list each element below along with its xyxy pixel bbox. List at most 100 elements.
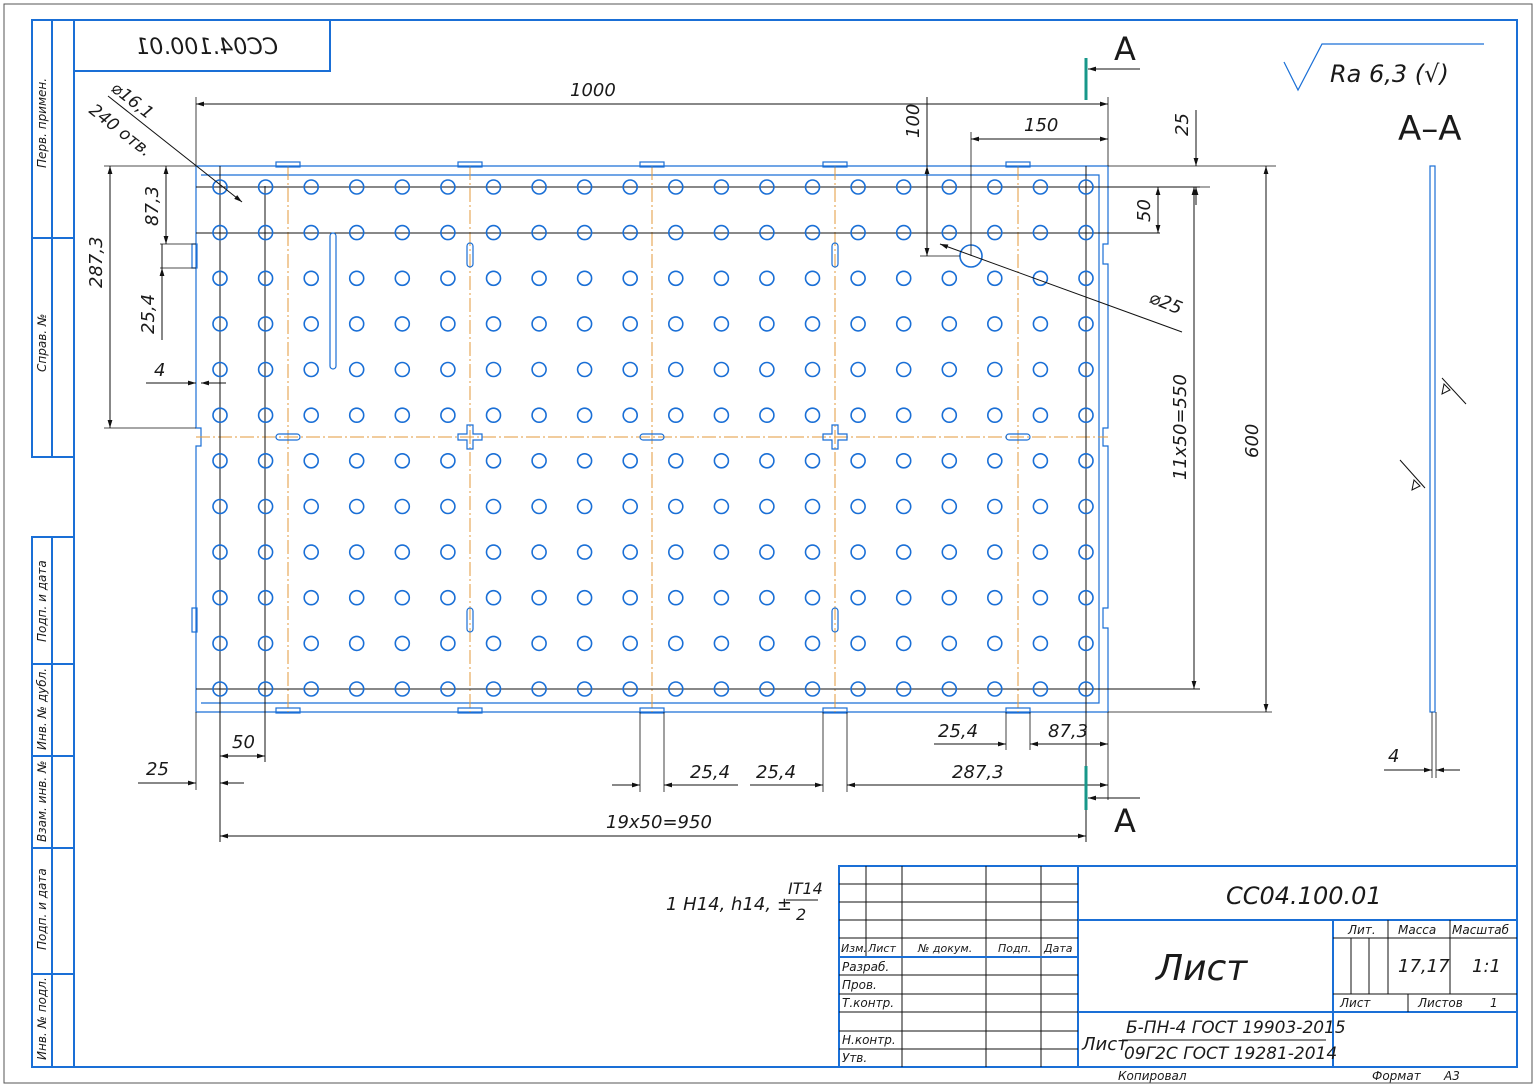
- tb-lit-label: Лит.: [1347, 923, 1376, 937]
- tb-row: Н.контр.: [842, 1033, 896, 1047]
- hole: [531, 270, 547, 287]
- hole: [303, 179, 320, 195]
- hole: [667, 270, 684, 287]
- tb-col-date: Дата: [1043, 942, 1073, 955]
- hole: [1078, 681, 1094, 697]
- svg-text:87,3: 87,3: [1048, 721, 1088, 742]
- slot: [831, 242, 839, 268]
- slot: [466, 242, 474, 268]
- hole: [303, 544, 320, 560]
- dim-600: 600: [1108, 166, 1272, 713]
- side-strip: Перв. примен. Справ. № Подп. и дата Инв.…: [31, 19, 75, 1068]
- hole: [257, 224, 274, 241]
- hole: [485, 179, 502, 195]
- hole: [394, 270, 411, 287]
- hole: [348, 635, 365, 652]
- hole: [941, 316, 958, 332]
- hole: [576, 179, 593, 195]
- hole: [941, 681, 958, 697]
- strip-inv-podl: Инв. № подл.: [35, 977, 49, 1060]
- hole: [531, 361, 547, 378]
- hole: [667, 316, 684, 332]
- hole: [622, 316, 639, 332]
- tb-scale-label: Масштаб: [1452, 923, 1510, 937]
- svg-text:87,3: 87,3: [142, 186, 163, 226]
- hole: [759, 452, 775, 469]
- hole: [1078, 316, 1094, 332]
- hole: [713, 452, 730, 469]
- hole: [713, 589, 730, 606]
- svg-text:25,4: 25,4: [138, 294, 159, 334]
- slot: [639, 433, 665, 441]
- hole: [713, 361, 730, 378]
- dim-bottom-50: 50: [220, 732, 265, 759]
- hole: [485, 361, 502, 378]
- hole: [622, 635, 639, 652]
- tb-copied: Копировал: [1118, 1069, 1187, 1083]
- hole: [667, 544, 684, 560]
- hole: [804, 635, 821, 652]
- hole: [1078, 361, 1094, 378]
- hole: [1078, 544, 1094, 560]
- roughness-text: Ra 6,3 (√): [1330, 60, 1449, 88]
- hole: [713, 316, 730, 332]
- hole: [212, 544, 228, 560]
- svg-text:1 H14, h14, ±: 1 H14, h14, ±: [666, 894, 792, 915]
- hole: [485, 407, 502, 424]
- hole: [986, 452, 1003, 469]
- hole: [1078, 224, 1094, 241]
- hole: [986, 498, 1003, 515]
- hole: [531, 544, 547, 560]
- hole: [348, 407, 365, 424]
- hole: [850, 589, 866, 606]
- tb-mass: 17,17: [1398, 956, 1450, 977]
- tb-sheet-label: Лист: [1339, 996, 1371, 1010]
- hole: [667, 179, 684, 195]
- slot: [466, 607, 474, 633]
- hole: [348, 681, 365, 697]
- hole: [394, 544, 411, 560]
- title-block: СС04.100.01 Лист Лит. Масса Масштаб 17,1…: [838, 865, 1518, 1083]
- hole: [212, 589, 228, 606]
- hole: [850, 452, 866, 469]
- hole: [895, 544, 912, 560]
- svg-text:287,3: 287,3: [86, 236, 107, 288]
- hole: [941, 498, 958, 515]
- hole: [850, 224, 866, 241]
- hole: [804, 224, 821, 241]
- tolerance-note: 1 H14, h14, ± IT14 2: [666, 879, 823, 924]
- hole: [1078, 498, 1094, 515]
- hole: [348, 452, 365, 469]
- hole: [348, 224, 365, 241]
- hole: [713, 681, 730, 697]
- hole: [394, 407, 411, 424]
- hole: [440, 544, 456, 560]
- hole: [440, 589, 456, 606]
- hole: [485, 589, 502, 606]
- hole: [394, 498, 411, 515]
- hole: [440, 316, 456, 332]
- hole: [667, 635, 684, 652]
- hole: [257, 498, 274, 515]
- hole: [1078, 452, 1094, 469]
- hole: [212, 270, 228, 287]
- hole: [941, 544, 958, 560]
- svg-text:25: 25: [146, 759, 169, 780]
- svg-text:25,4: 25,4: [756, 762, 796, 783]
- svg-text:150: 150: [1024, 115, 1058, 136]
- hole: [986, 635, 1003, 652]
- hole: [531, 589, 547, 606]
- cross-slot: [822, 424, 848, 450]
- dim-100: 100: [903, 97, 960, 257]
- hole: [303, 635, 320, 652]
- hole: [1032, 224, 1049, 241]
- hole: [850, 635, 866, 652]
- tb-row: Пров.: [842, 978, 877, 992]
- dim-left-4: 4: [146, 360, 226, 386]
- hole: [303, 452, 320, 469]
- hole: [348, 179, 365, 195]
- hole: [576, 224, 593, 241]
- hole: [531, 681, 547, 697]
- hole: [667, 361, 684, 378]
- hole: [895, 361, 912, 378]
